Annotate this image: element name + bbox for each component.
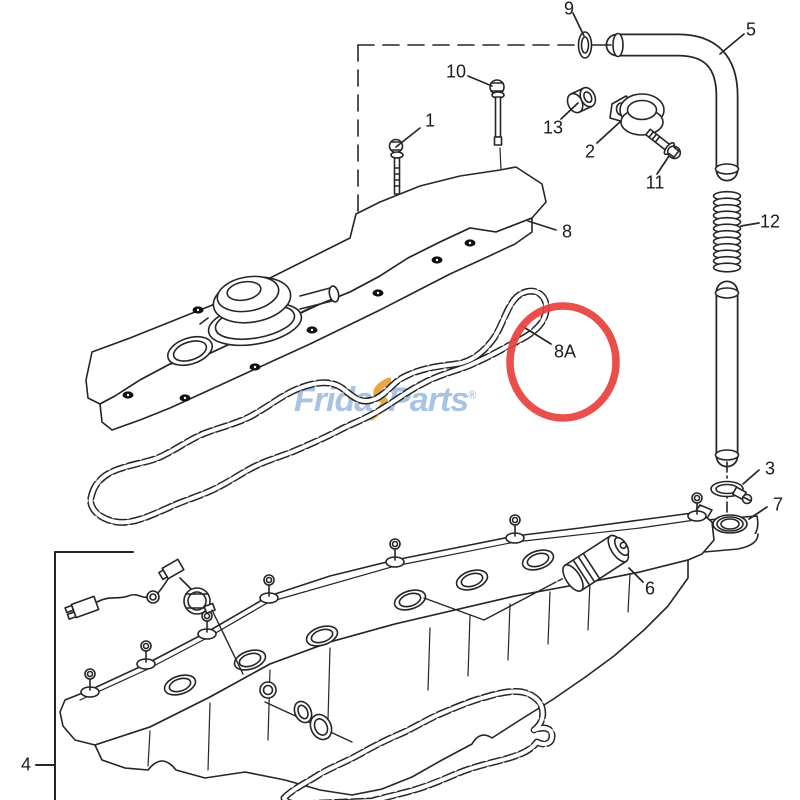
callout-5: 5 bbox=[745, 19, 757, 40]
callout-4-bracket bbox=[35, 551, 134, 800]
tube-clamp bbox=[577, 31, 612, 59]
callout-6: 6 bbox=[644, 578, 656, 599]
head-cover-gasket bbox=[280, 688, 556, 800]
p-clamp bbox=[609, 93, 665, 136]
callout-11: 11 bbox=[645, 172, 665, 193]
bushing bbox=[566, 86, 597, 114]
callout-1: 1 bbox=[424, 110, 436, 131]
valve-ports bbox=[163, 549, 555, 699]
spring bbox=[712, 190, 742, 273]
bolt-1 bbox=[388, 138, 404, 195]
callout-8: 8 bbox=[561, 221, 573, 242]
watermark-logo: Frida Parts® bbox=[294, 377, 476, 421]
callout-13: 13 bbox=[542, 117, 564, 138]
callout-2: 2 bbox=[584, 141, 596, 162]
callout-9: 9 bbox=[563, 0, 575, 19]
callout-7: 7 bbox=[772, 494, 784, 515]
callout-4: 4 bbox=[20, 754, 32, 775]
breather-filter bbox=[423, 534, 630, 621]
breather-tube-lower bbox=[714, 280, 740, 525]
callout-10: 10 bbox=[445, 61, 467, 82]
callout-leader-lines bbox=[395, 12, 768, 583]
cylinder-head-cover bbox=[59, 492, 715, 796]
bolt-11 bbox=[645, 128, 682, 160]
watermark-text-left: Frida bbox=[294, 381, 373, 419]
callout-8A: 8A bbox=[553, 341, 577, 362]
cover-studs bbox=[80, 492, 707, 698]
mount-bracket bbox=[686, 504, 759, 553]
callout-3: 3 bbox=[764, 458, 776, 479]
seal-o-rings bbox=[264, 700, 353, 743]
registered-mark: ® bbox=[468, 389, 476, 402]
oil-filler-cap bbox=[199, 275, 311, 347]
bolt-10 bbox=[489, 79, 512, 231]
hose-clamp bbox=[710, 480, 753, 505]
watermark-text-right: Parts bbox=[388, 381, 469, 419]
breather-tube bbox=[605, 32, 740, 182]
wiring-harness bbox=[64, 558, 244, 675]
callout-12: 12 bbox=[759, 211, 781, 232]
